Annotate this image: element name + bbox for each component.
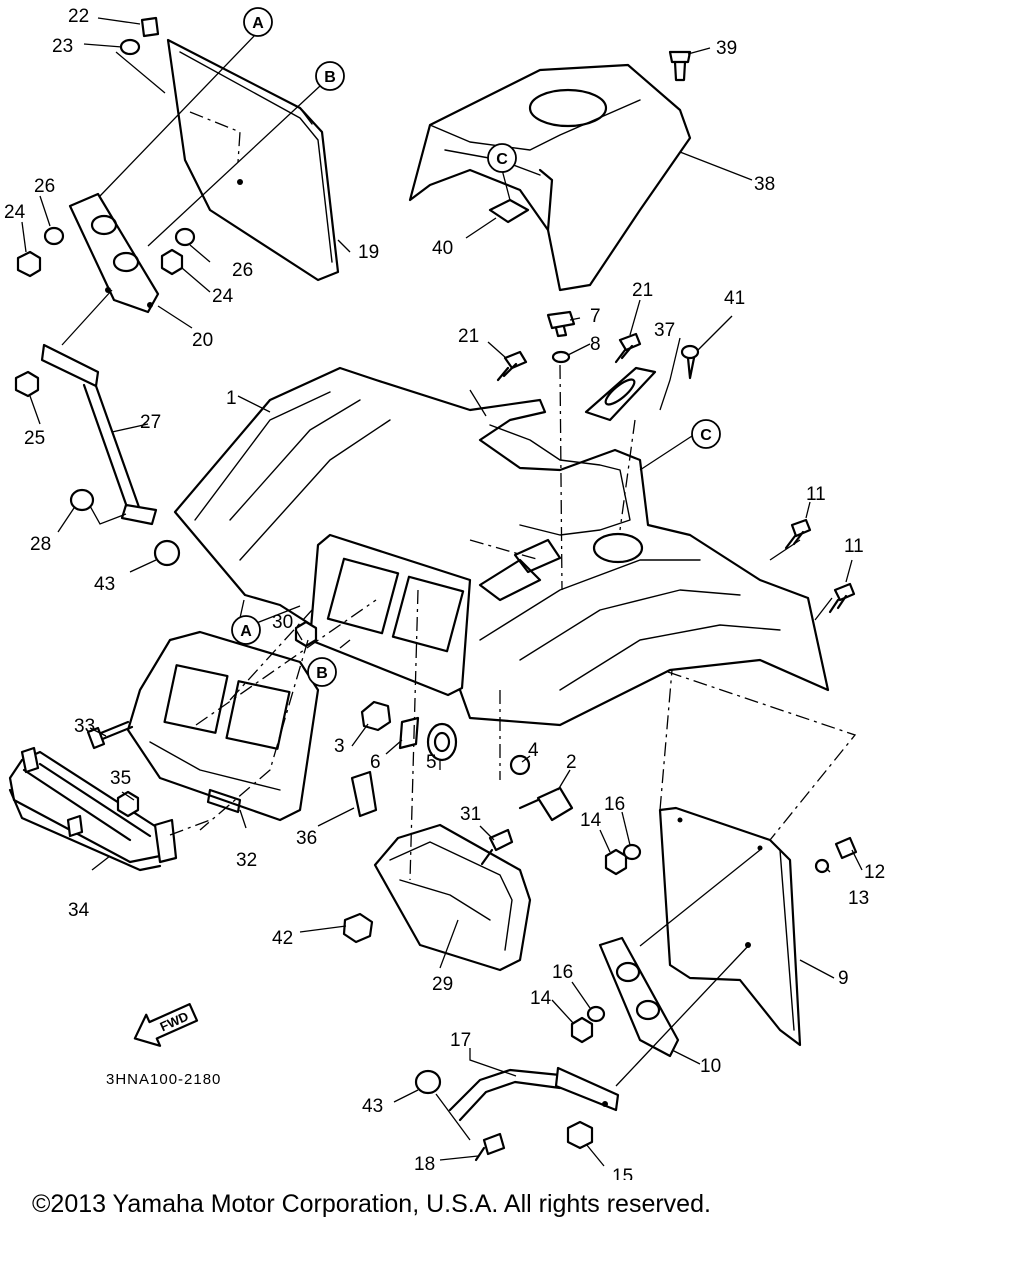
diagram-code: 3HNA100-2180 xyxy=(106,1071,221,1088)
callout-22: 22 xyxy=(68,6,89,27)
callout-19: 19 xyxy=(358,242,379,263)
callout-16: 16 xyxy=(604,794,625,815)
part-19-flap xyxy=(166,38,340,282)
ref-marker-b-lower: B xyxy=(307,657,337,687)
callout-40: 40 xyxy=(432,238,453,259)
callout-26b: 26 xyxy=(232,260,253,281)
callout-14b: 14 xyxy=(530,988,552,1009)
part-10-bracket xyxy=(598,936,680,1058)
part-17-rod xyxy=(414,1066,620,1162)
assembly-lines xyxy=(169,364,857,881)
callout-43: 43 xyxy=(94,574,115,595)
callout-28: 28 xyxy=(30,534,51,555)
callout-10: 10 xyxy=(700,1056,721,1077)
ref-marker-b-top: B xyxy=(315,61,345,91)
callout-14: 14 xyxy=(580,810,602,831)
ref-marker-label: B xyxy=(324,69,336,86)
exploded-parts-diagram: A B C C A B 1 2 3 4 5 6 7 8 9 10 11 11 1… xyxy=(4,6,885,1180)
hardware-bezel xyxy=(86,620,378,818)
part-1-front-fender xyxy=(173,366,830,727)
callout-31: 31 xyxy=(460,804,481,825)
fwd-arrow: FWD xyxy=(133,1003,199,1047)
callout-43b: 43 xyxy=(362,1096,383,1117)
callout-21: 21 xyxy=(458,326,479,347)
part-29-tray xyxy=(342,823,532,972)
part-20-bracket xyxy=(68,192,160,314)
ref-marker-c-right: C xyxy=(691,419,721,449)
callout-12: 12 xyxy=(864,862,885,883)
ref-marker-label: B xyxy=(316,665,328,682)
ref-marker-c-top: C xyxy=(487,143,517,173)
callout-33: 33 xyxy=(74,716,95,737)
callout-24b: 24 xyxy=(212,286,234,307)
ref-marker-a-lower: A xyxy=(231,615,261,645)
callout-37: 37 xyxy=(654,320,675,341)
part-37-gasket xyxy=(584,366,657,422)
callout-numbers: 1 2 3 4 5 6 7 8 9 10 11 11 12 13 14 14 1… xyxy=(4,6,885,1180)
callout-34: 34 xyxy=(68,900,90,921)
callout-1: 1 xyxy=(226,388,237,409)
ref-marker-label: A xyxy=(252,15,264,32)
callout-35: 35 xyxy=(110,768,131,789)
callout-26: 26 xyxy=(34,176,55,197)
callout-42: 42 xyxy=(272,928,293,949)
callout-17: 17 xyxy=(450,1030,471,1051)
callout-23: 23 xyxy=(52,36,73,57)
callout-15: 15 xyxy=(612,1166,633,1180)
part-38-cover xyxy=(408,63,692,292)
callout-25: 25 xyxy=(24,428,45,449)
ref-marker-label: A xyxy=(240,623,252,640)
callout-16b: 16 xyxy=(552,962,573,983)
part-34-guard xyxy=(8,746,178,872)
callout-30: 30 xyxy=(272,612,293,633)
callout-39: 39 xyxy=(716,38,737,59)
part-27-rod xyxy=(14,343,181,567)
callout-6: 6 xyxy=(370,752,381,773)
callout-11: 11 xyxy=(806,484,826,505)
callout-13: 13 xyxy=(848,888,869,909)
ref-marker-label: C xyxy=(496,151,508,168)
hardware-rear xyxy=(570,836,858,1044)
callout-2: 2 xyxy=(566,752,577,773)
callout-8: 8 xyxy=(590,334,601,355)
screws-center xyxy=(496,310,856,614)
callout-24: 24 xyxy=(4,202,26,223)
callout-9: 9 xyxy=(838,968,849,989)
callout-3: 3 xyxy=(334,736,345,757)
callout-21b: 21 xyxy=(632,280,653,301)
callout-41: 41 xyxy=(724,288,745,309)
part-32-bezel xyxy=(126,630,320,822)
callout-11b: 11 xyxy=(844,536,864,557)
callout-4: 4 xyxy=(528,740,539,761)
callout-20: 20 xyxy=(192,330,213,351)
callout-29: 29 xyxy=(432,974,453,995)
callout-18: 18 xyxy=(414,1154,435,1175)
callout-38: 38 xyxy=(754,174,775,195)
ref-marker-a-top: A xyxy=(243,7,273,37)
hardware-upper-left xyxy=(16,16,196,278)
screws-upper-right xyxy=(488,50,700,380)
callout-7: 7 xyxy=(590,306,601,327)
leader-lines xyxy=(21,17,863,1167)
callout-27: 27 xyxy=(140,412,161,433)
part-9-flap xyxy=(658,806,802,1047)
callout-36: 36 xyxy=(296,828,317,849)
callout-5: 5 xyxy=(426,752,437,773)
copyright-notice: ©2013 Yamaha Motor Corporation, U.S.A. A… xyxy=(32,1190,711,1218)
callout-32: 32 xyxy=(236,850,257,871)
ref-marker-label: C xyxy=(700,427,712,444)
